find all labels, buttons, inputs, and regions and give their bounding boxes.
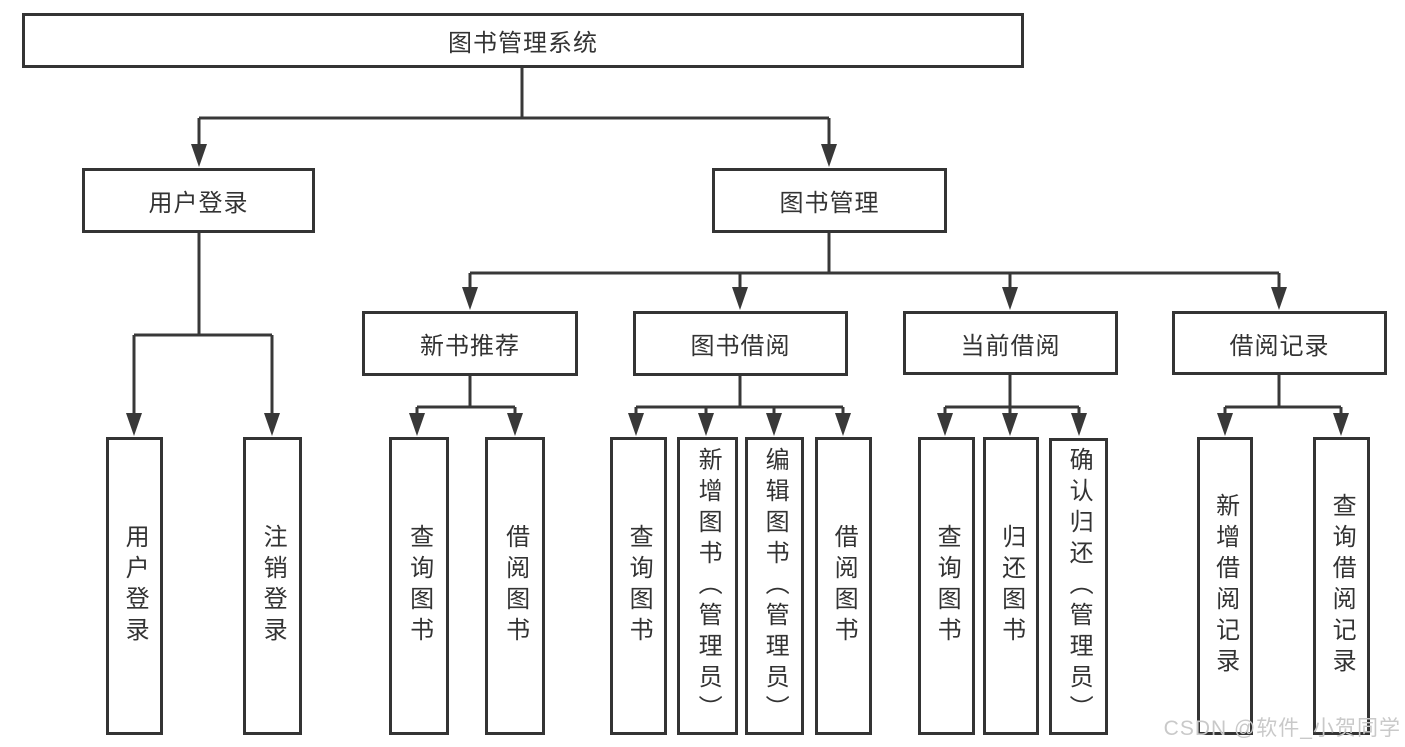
node-borrow-record: 借阅记录 [1172, 311, 1387, 375]
leaf-logout: 注销登录 [243, 437, 302, 735]
node-current-borrow: 当前借阅 [903, 311, 1118, 375]
leaf-rec-borrow-book: 借阅图书 [485, 437, 545, 735]
leaf-cb-return-book-label: 归还图书 [997, 524, 1025, 648]
node-user-login: 用户登录 [82, 168, 315, 233]
node-root-label: 图书管理系统 [448, 30, 598, 57]
leaf-bb-add-book-label: 新增图书（管理员） [694, 446, 722, 726]
leaf-bb-borrow-book-label: 借阅图书 [830, 524, 858, 648]
leaf-rec-query-book: 查询图书 [389, 437, 449, 735]
leaf-br-query-record-label: 查询借阅记录 [1328, 493, 1356, 679]
leaf-cb-query-book-label: 查询图书 [933, 524, 961, 648]
leaf-br-add-record-label: 新增借阅记录 [1211, 493, 1239, 679]
leaf-cb-return-book: 归还图书 [983, 437, 1039, 735]
node-book-mgmt-label: 图书管理 [779, 190, 880, 217]
node-root: 图书管理系统 [22, 13, 1024, 68]
leaf-bb-add-book: 新增图书（管理员） [677, 437, 738, 735]
leaf-br-add-record: 新增借阅记录 [1197, 437, 1253, 735]
leaf-cb-confirm-return-label: 确认归还（管理员） [1065, 447, 1093, 726]
leaf-cb-confirm-return: 确认归还（管理员） [1049, 438, 1108, 735]
leaf-login-label: 用户登录 [121, 524, 149, 648]
leaf-logout-label: 注销登录 [259, 524, 287, 648]
node-user-login-label: 用户登录 [148, 190, 249, 217]
leaf-bb-query-book: 查询图书 [610, 437, 667, 735]
node-book-borrow: 图书借阅 [633, 311, 848, 376]
csdn-watermark: CSDN @软件_小贺同学 [1163, 717, 1401, 740]
node-new-book-rec: 新书推荐 [362, 311, 578, 376]
node-current-borrow-label: 当前借阅 [960, 332, 1061, 360]
leaf-rec-query-book-label: 查询图书 [405, 524, 433, 648]
leaf-bb-query-book-label: 查询图书 [625, 524, 653, 648]
leaf-bb-edit-book: 编辑图书（管理员） [745, 437, 804, 735]
leaf-bb-edit-book-label: 编辑图书（管理员） [761, 446, 789, 726]
node-book-mgmt: 图书管理 [712, 168, 947, 233]
leaf-bb-borrow-book: 借阅图书 [815, 437, 872, 735]
node-new-book-rec-label: 新书推荐 [420, 333, 520, 360]
node-borrow-record-label: 借阅记录 [1229, 332, 1330, 360]
leaf-login: 用户登录 [106, 437, 163, 735]
leaf-br-query-record: 查询借阅记录 [1313, 437, 1370, 735]
leaf-cb-query-book: 查询图书 [918, 437, 975, 735]
node-book-borrow-label: 图书借阅 [690, 333, 791, 360]
leaf-rec-borrow-book-label: 借阅图书 [501, 524, 529, 648]
